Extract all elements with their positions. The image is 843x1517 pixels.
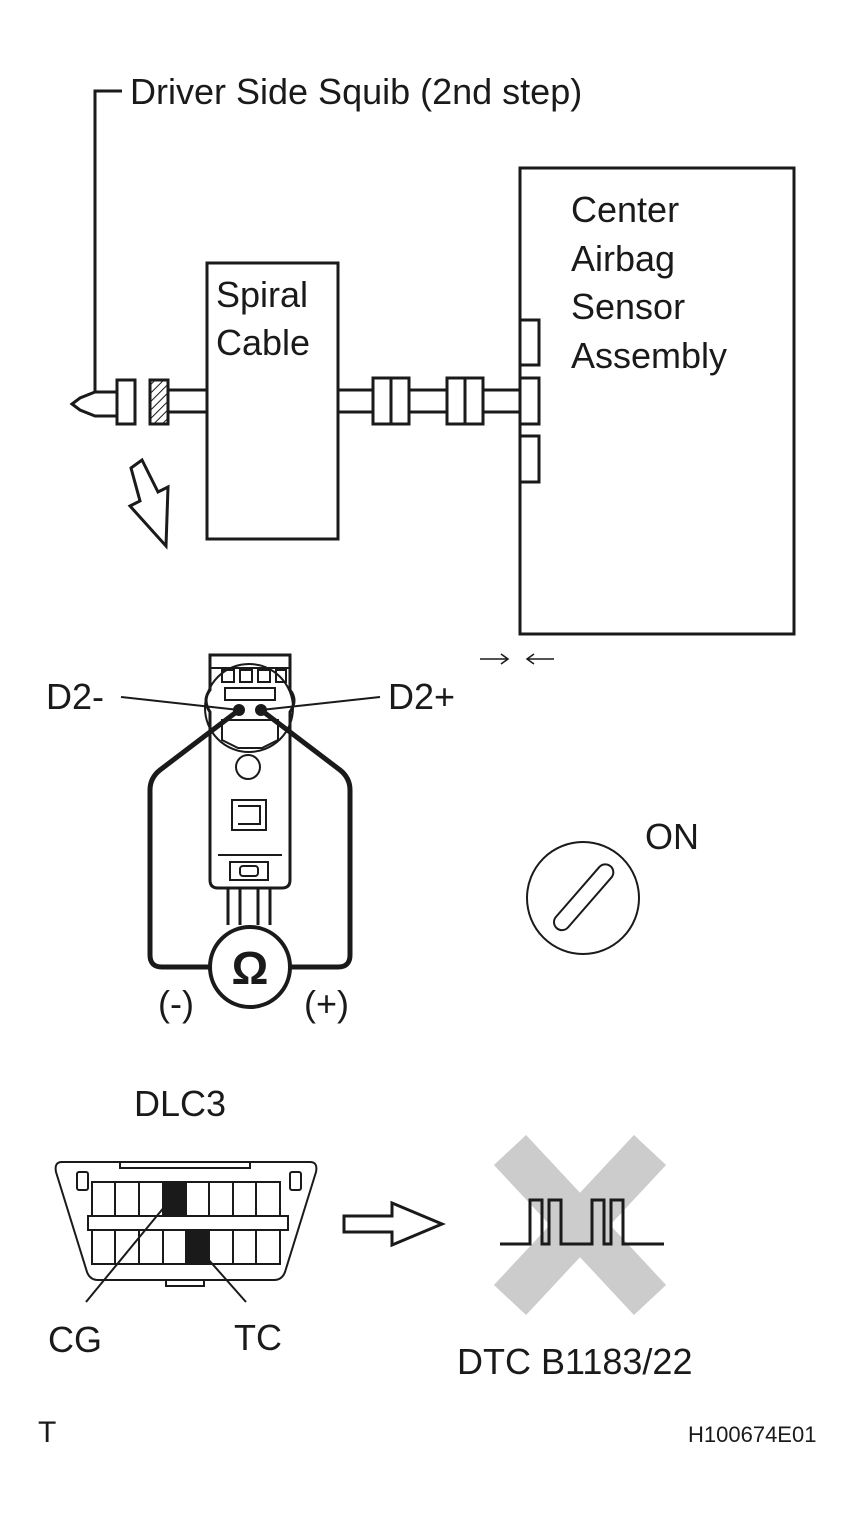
hollow-arrow-down-icon bbox=[127, 457, 170, 550]
corner-letter: T bbox=[38, 1416, 56, 1449]
figure-id: H100674E01 bbox=[688, 1422, 816, 1447]
center-label-2: Airbag bbox=[571, 238, 675, 279]
center-label-1: Center bbox=[571, 189, 679, 230]
hatched-connector bbox=[148, 378, 170, 426]
ohmmeter-icon bbox=[208, 925, 292, 1009]
spiral-label-2: Cable bbox=[216, 322, 310, 363]
ignition-on-label: ON bbox=[645, 816, 699, 857]
d2-minus-label: D2- bbox=[46, 676, 104, 717]
squib-connector bbox=[115, 378, 137, 426]
disconnect-arrows-icon bbox=[480, 653, 554, 665]
center-label-4: Assembly bbox=[571, 335, 727, 376]
dlc3-title: DLC3 bbox=[134, 1083, 226, 1124]
center-label-3: Sensor bbox=[571, 286, 685, 327]
spiral-label-1: Spiral bbox=[216, 274, 308, 315]
dtc-label: DTC B1183/22 bbox=[457, 1341, 692, 1382]
tc-label: TC bbox=[234, 1317, 282, 1358]
ohm-symbol: Ω bbox=[232, 942, 269, 994]
probe-plus-label: (+) bbox=[304, 983, 349, 1024]
pin-cg bbox=[164, 1182, 186, 1216]
sensor-port-1 bbox=[518, 318, 541, 367]
spiral-cable-box bbox=[205, 261, 340, 541]
pin-tc bbox=[187, 1230, 209, 1264]
harness-connector-1 bbox=[371, 376, 411, 426]
sensor-port-2 bbox=[518, 376, 541, 426]
ignition-switch-icon bbox=[526, 841, 640, 955]
dlc3-connector bbox=[54, 1161, 318, 1287]
sensor-port-3 bbox=[518, 434, 541, 484]
squib-wire bbox=[69, 390, 117, 418]
terminal-leaders bbox=[120, 696, 381, 711]
center-airbag-sensor-box bbox=[518, 166, 796, 636]
pulse-waveform-icon bbox=[500, 1198, 664, 1246]
harness-wire bbox=[338, 388, 520, 414]
probe-minus-label: (-) bbox=[158, 983, 194, 1024]
x-mark-icon bbox=[493, 1134, 667, 1316]
squib-connector-detail bbox=[204, 653, 296, 925]
pin-leaders bbox=[85, 1199, 247, 1303]
d2-plus-label: D2+ bbox=[388, 676, 455, 717]
squib-callout bbox=[93, 89, 122, 392]
squib-label: Driver Side Squib (2nd step) bbox=[130, 71, 582, 112]
hollow-arrow-right-icon bbox=[342, 1200, 446, 1248]
harness-connector-2 bbox=[445, 376, 485, 426]
wire-to-spiral bbox=[168, 388, 207, 414]
ohmmeter-leads bbox=[147, 708, 353, 970]
cg-label: CG bbox=[48, 1319, 102, 1360]
